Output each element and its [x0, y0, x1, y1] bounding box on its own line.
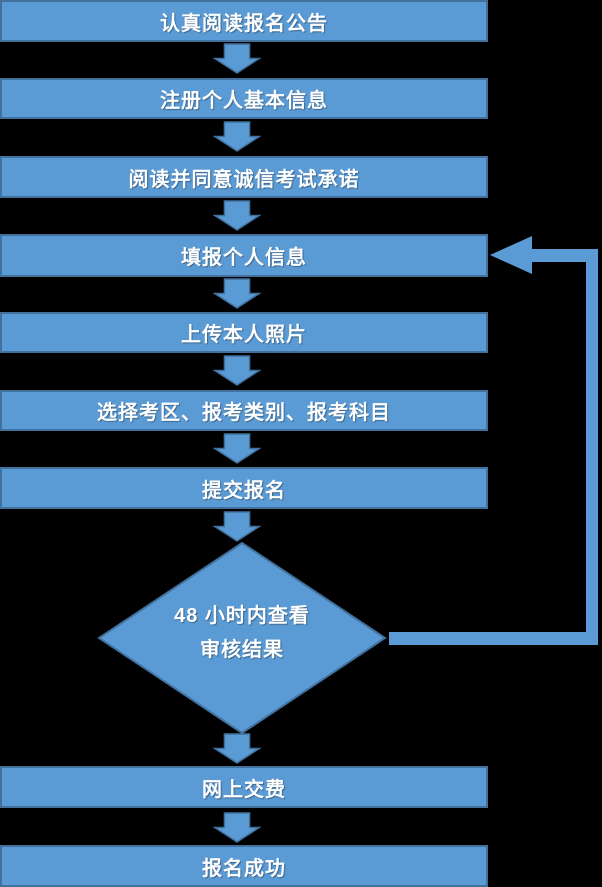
- flow-down-arrow-icon: [213, 121, 261, 152]
- step-label: 注册个人基本信息: [160, 90, 328, 112]
- flow-down-arrow-icon: [213, 278, 261, 309]
- decision-label: 48 小时内查看 审核结果: [97, 600, 387, 668]
- decision-diamond-review-result: [97, 542, 387, 734]
- decision-label-line2: 审核结果: [200, 639, 284, 661]
- step-fill-personal-info: 填报个人信息: [0, 234, 488, 277]
- step-label: 网上交费: [202, 778, 286, 801]
- step-label: 填报个人信息: [181, 247, 307, 269]
- step-label: 提交报名: [202, 479, 286, 502]
- step-label: 认真阅读报名公告: [160, 12, 328, 35]
- flow-down-arrow-icon: [213, 200, 261, 231]
- step-label: 报名成功: [202, 857, 286, 880]
- step-label: 选择考区、报考类别、报考科目: [97, 402, 391, 424]
- flow-down-arrow-icon: [213, 43, 261, 74]
- step-label: 上传本人照片: [181, 324, 307, 346]
- step-registration-success: 报名成功: [0, 845, 488, 887]
- flow-down-arrow-icon: [213, 511, 261, 542]
- loopback-connector-bottom-segment: [389, 632, 598, 645]
- step-register-basic-info: 注册个人基本信息: [0, 78, 488, 119]
- step-label: 阅读并同意诚信考试承诺: [128, 168, 360, 191]
- loopback-connector-top-segment: [531, 249, 598, 262]
- loopback-left-arrowhead-icon: [490, 236, 532, 274]
- loopback-connector-vertical-segment: [586, 249, 598, 645]
- step-select-exam-area-category-subject: 选择考区、报考类别、报考科目: [0, 390, 488, 431]
- decision-label-line1: 48 小时内查看: [174, 605, 310, 627]
- flow-down-arrow-icon: [213, 433, 261, 464]
- step-pay-online: 网上交费: [0, 766, 488, 808]
- flow-down-arrow-icon: [213, 355, 261, 386]
- step-agree-honesty-pledge: 阅读并同意诚信考试承诺: [0, 156, 488, 198]
- step-submit-registration: 提交报名: [0, 467, 488, 509]
- flow-down-arrow-icon: [213, 812, 261, 843]
- step-upload-photo: 上传本人照片: [0, 312, 488, 353]
- flow-down-arrow-icon: [213, 733, 261, 764]
- step-read-announcement: 认真阅读报名公告: [0, 0, 488, 42]
